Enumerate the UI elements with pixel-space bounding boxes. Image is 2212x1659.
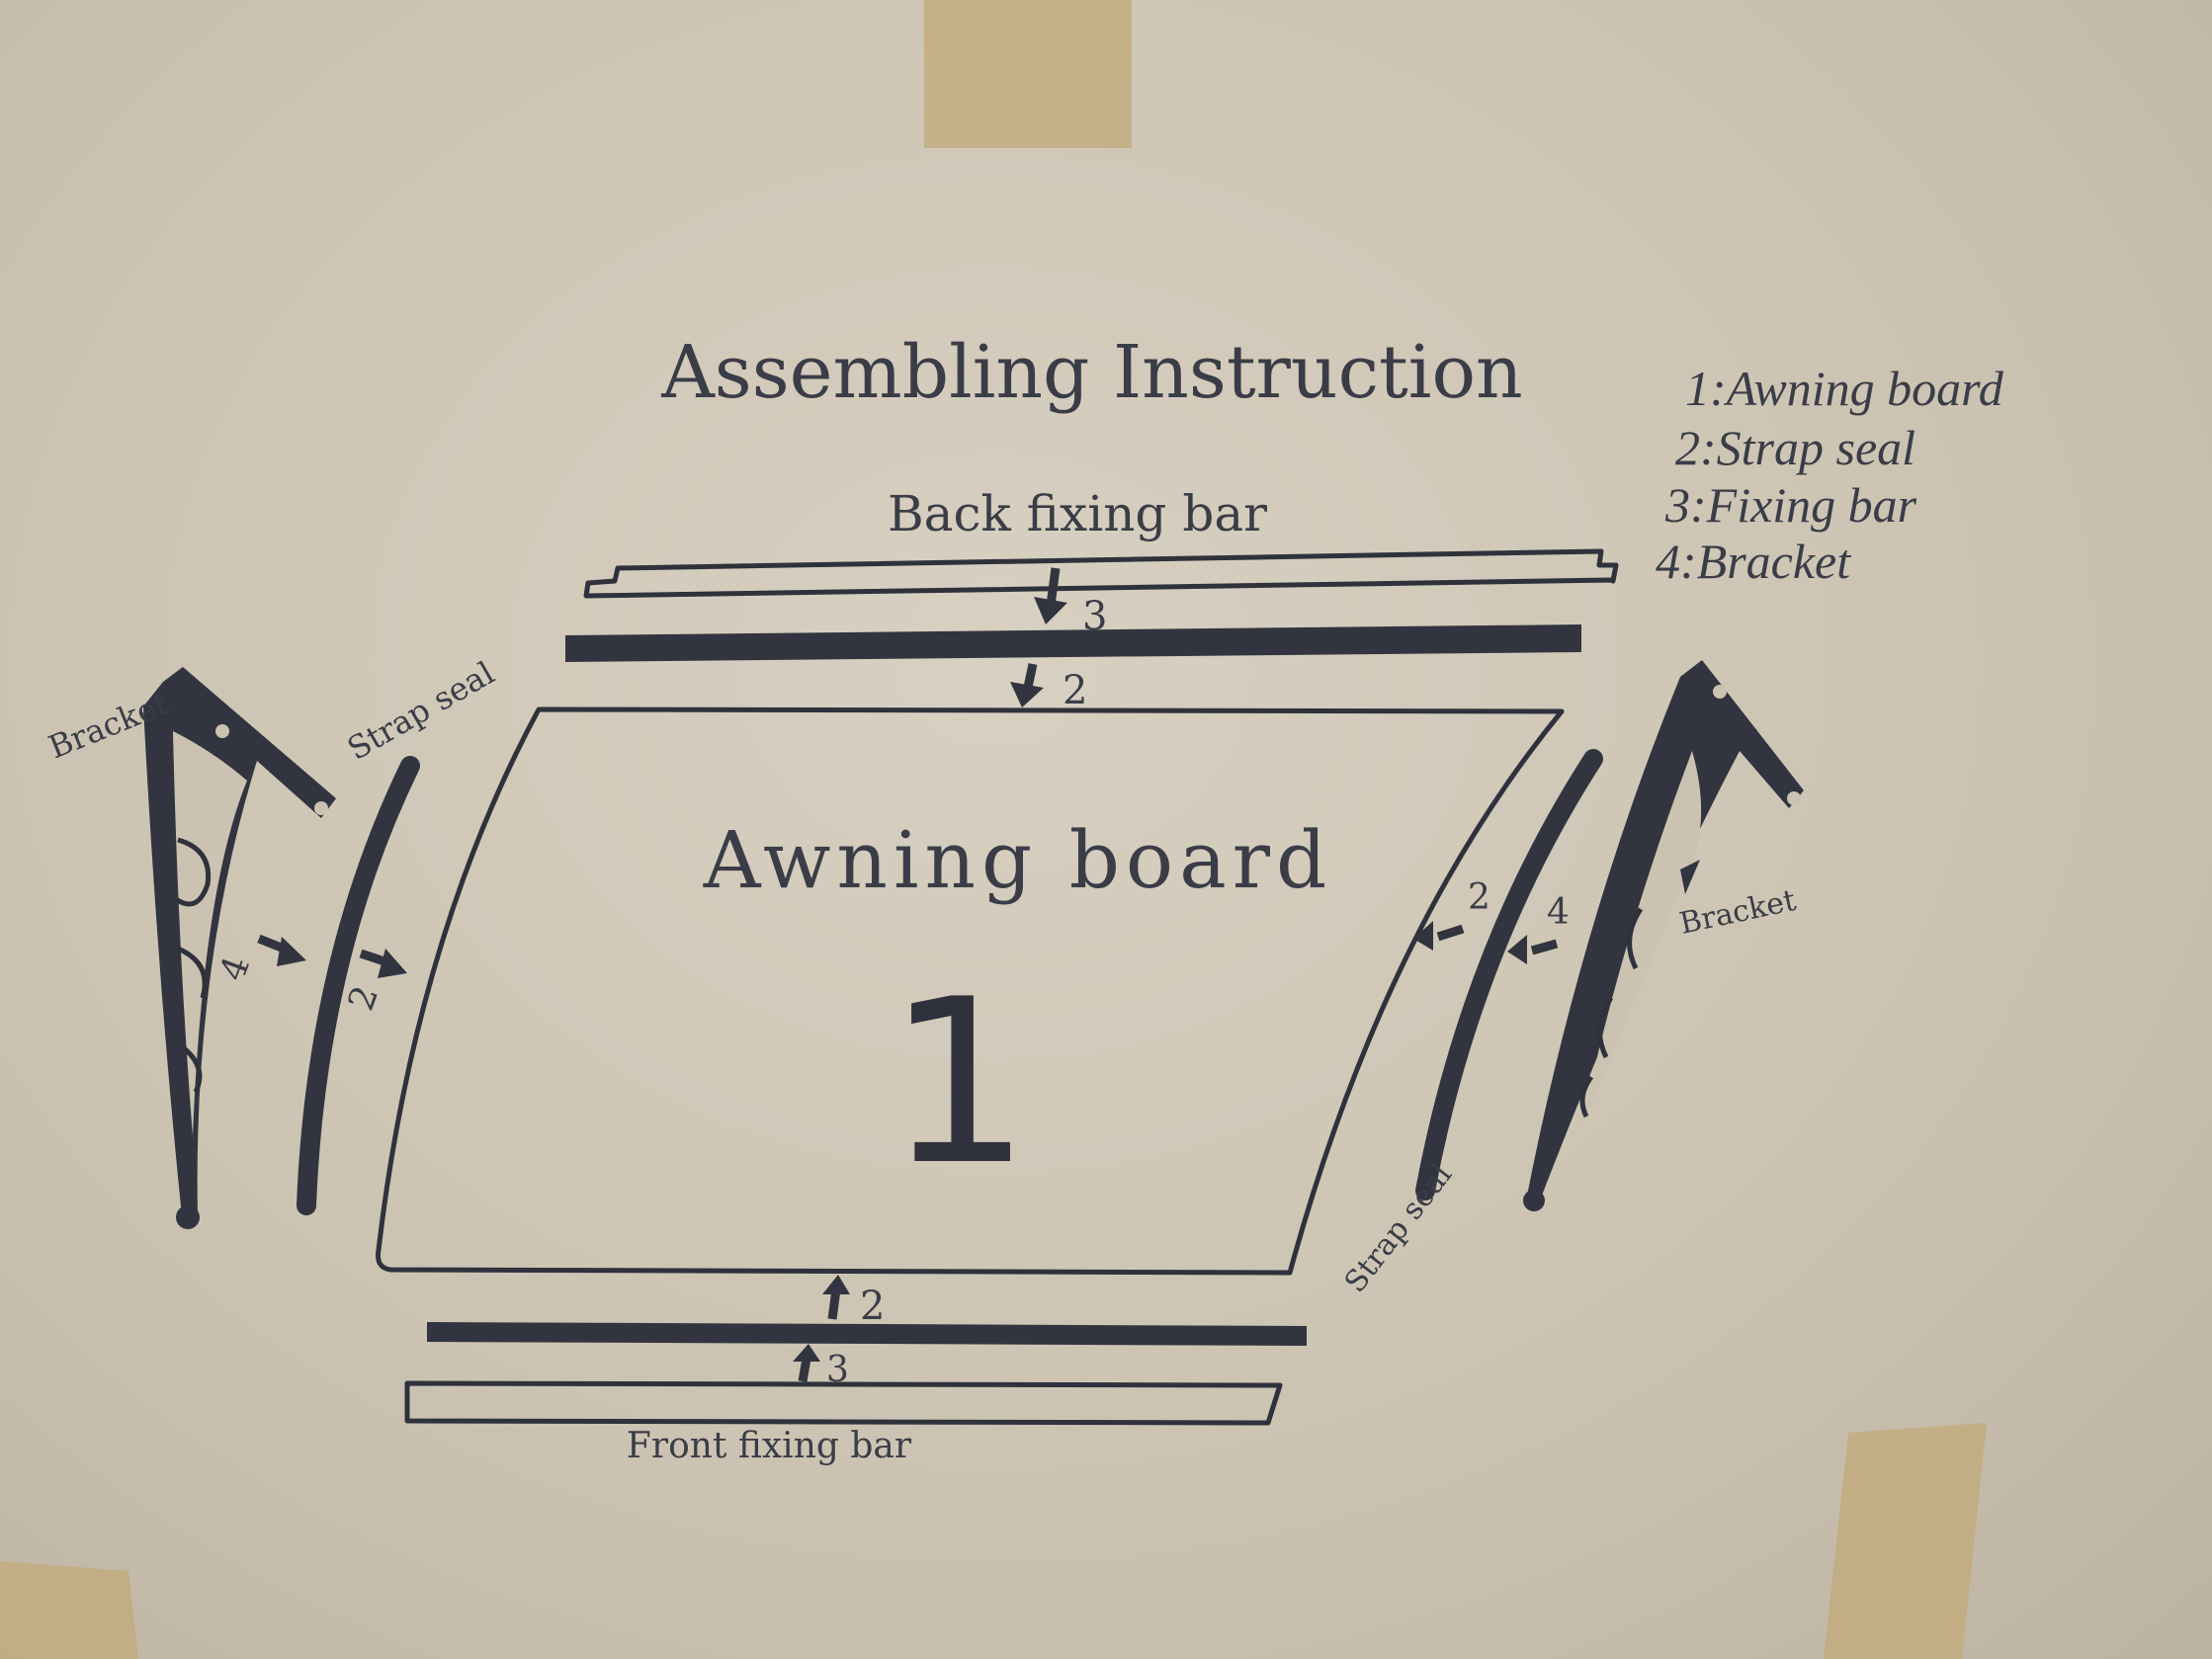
left-strap-seal: [297, 756, 420, 1215]
step-marker-left-bracket: 4: [213, 952, 258, 987]
bottom-left-tape-strip: [0, 1561, 138, 1659]
arrow-right-icon: [257, 934, 306, 966]
bottom-strap-seal-bar: [427, 1322, 1307, 1346]
left-bracket: [143, 667, 336, 1229]
step-marker-bottom-front-bar: 3: [826, 1350, 849, 1390]
front-fixing-bar-label: Front fixing bar: [627, 1426, 912, 1466]
step-marker-bottom-strap: 2: [860, 1284, 885, 1329]
step-marker-top-strap: 2: [1063, 668, 1087, 713]
top-strap-seal-bar: [565, 624, 1581, 662]
arrow-down-icon: [1010, 663, 1044, 707]
arrow-up-icon: [822, 1275, 850, 1320]
legend-item-fixing-bar: 3:Fixing bar: [1664, 477, 1917, 533]
strap-seal-label-left: Strap seal: [341, 654, 500, 768]
bottom-right-tape-strip: [1824, 1423, 1987, 1659]
awning-board: [376, 706, 1565, 1276]
step-marker-right-strap: 2: [1468, 877, 1490, 918]
arrow-left-icon: [1507, 935, 1559, 964]
diagram-title: Assembling Instruction: [660, 330, 1522, 415]
legend-item-awning-board: 1:Awning board: [1685, 361, 2004, 416]
bracket-label-right: Bracket: [1676, 883, 1799, 942]
right-strap-seal: [1415, 749, 1603, 1201]
legend-item-bracket: 4:Bracket: [1656, 534, 1851, 589]
arrow-right-icon: [359, 949, 407, 978]
front-fixing-bar: [404, 1380, 1283, 1426]
arrow-down-icon: [1034, 567, 1067, 624]
legend-item-strap-seal: 2:Strap seal: [1675, 420, 1915, 475]
strap-seal-label-right: Strap seal: [1338, 1158, 1460, 1299]
right-bracket: [1523, 660, 1804, 1211]
board-number: 1: [887, 952, 1031, 1215]
arrow-up-icon: [793, 1344, 820, 1382]
step-marker-right-bracket: 4: [1547, 892, 1570, 933]
awning-board-label: Awning board: [703, 814, 1332, 906]
top-tape-strip: [924, 0, 1132, 148]
back-fixing-bar-label: Back fixing bar: [888, 485, 1267, 542]
back-fixing-bar: [583, 548, 1619, 599]
step-marker-left-strap: 2: [341, 981, 386, 1017]
arrow-left-icon: [1413, 921, 1465, 951]
